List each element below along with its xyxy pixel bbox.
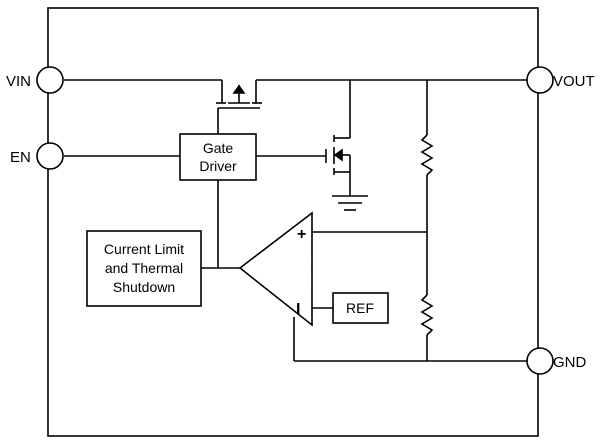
error-amplifier <box>238 211 313 327</box>
feedback-resistor-bottom <box>420 294 434 361</box>
feedback-resistor-top <box>420 80 434 295</box>
gate-driver-label-line2: Driver <box>199 158 237 174</box>
gnd-label: GND <box>553 354 587 371</box>
vout-label: VOUT <box>553 73 595 90</box>
en-pin <box>36 142 64 170</box>
vin-label: VIN <box>6 73 31 90</box>
pass-transistor <box>216 80 262 134</box>
ground-symbol <box>332 195 368 211</box>
vin-pin <box>36 66 64 94</box>
package-outline <box>47 7 539 437</box>
en-label: EN <box>10 149 31 166</box>
ref-label: REF <box>346 300 374 316</box>
discharge-transistor <box>256 80 351 196</box>
ref-block <box>332 292 389 324</box>
current-limit-label-line3: Shutdown <box>113 279 175 295</box>
gate-driver-label-line1: Gate <box>203 140 234 156</box>
current-limit-label-line2: and Thermal <box>105 260 183 276</box>
amp-plus-sign: + <box>297 226 306 243</box>
current-limit-label-line1: Current Limit <box>104 241 184 257</box>
amp-minus-sign: I <box>296 301 300 318</box>
gnd-pin <box>526 347 554 375</box>
vout-pin <box>526 66 554 94</box>
